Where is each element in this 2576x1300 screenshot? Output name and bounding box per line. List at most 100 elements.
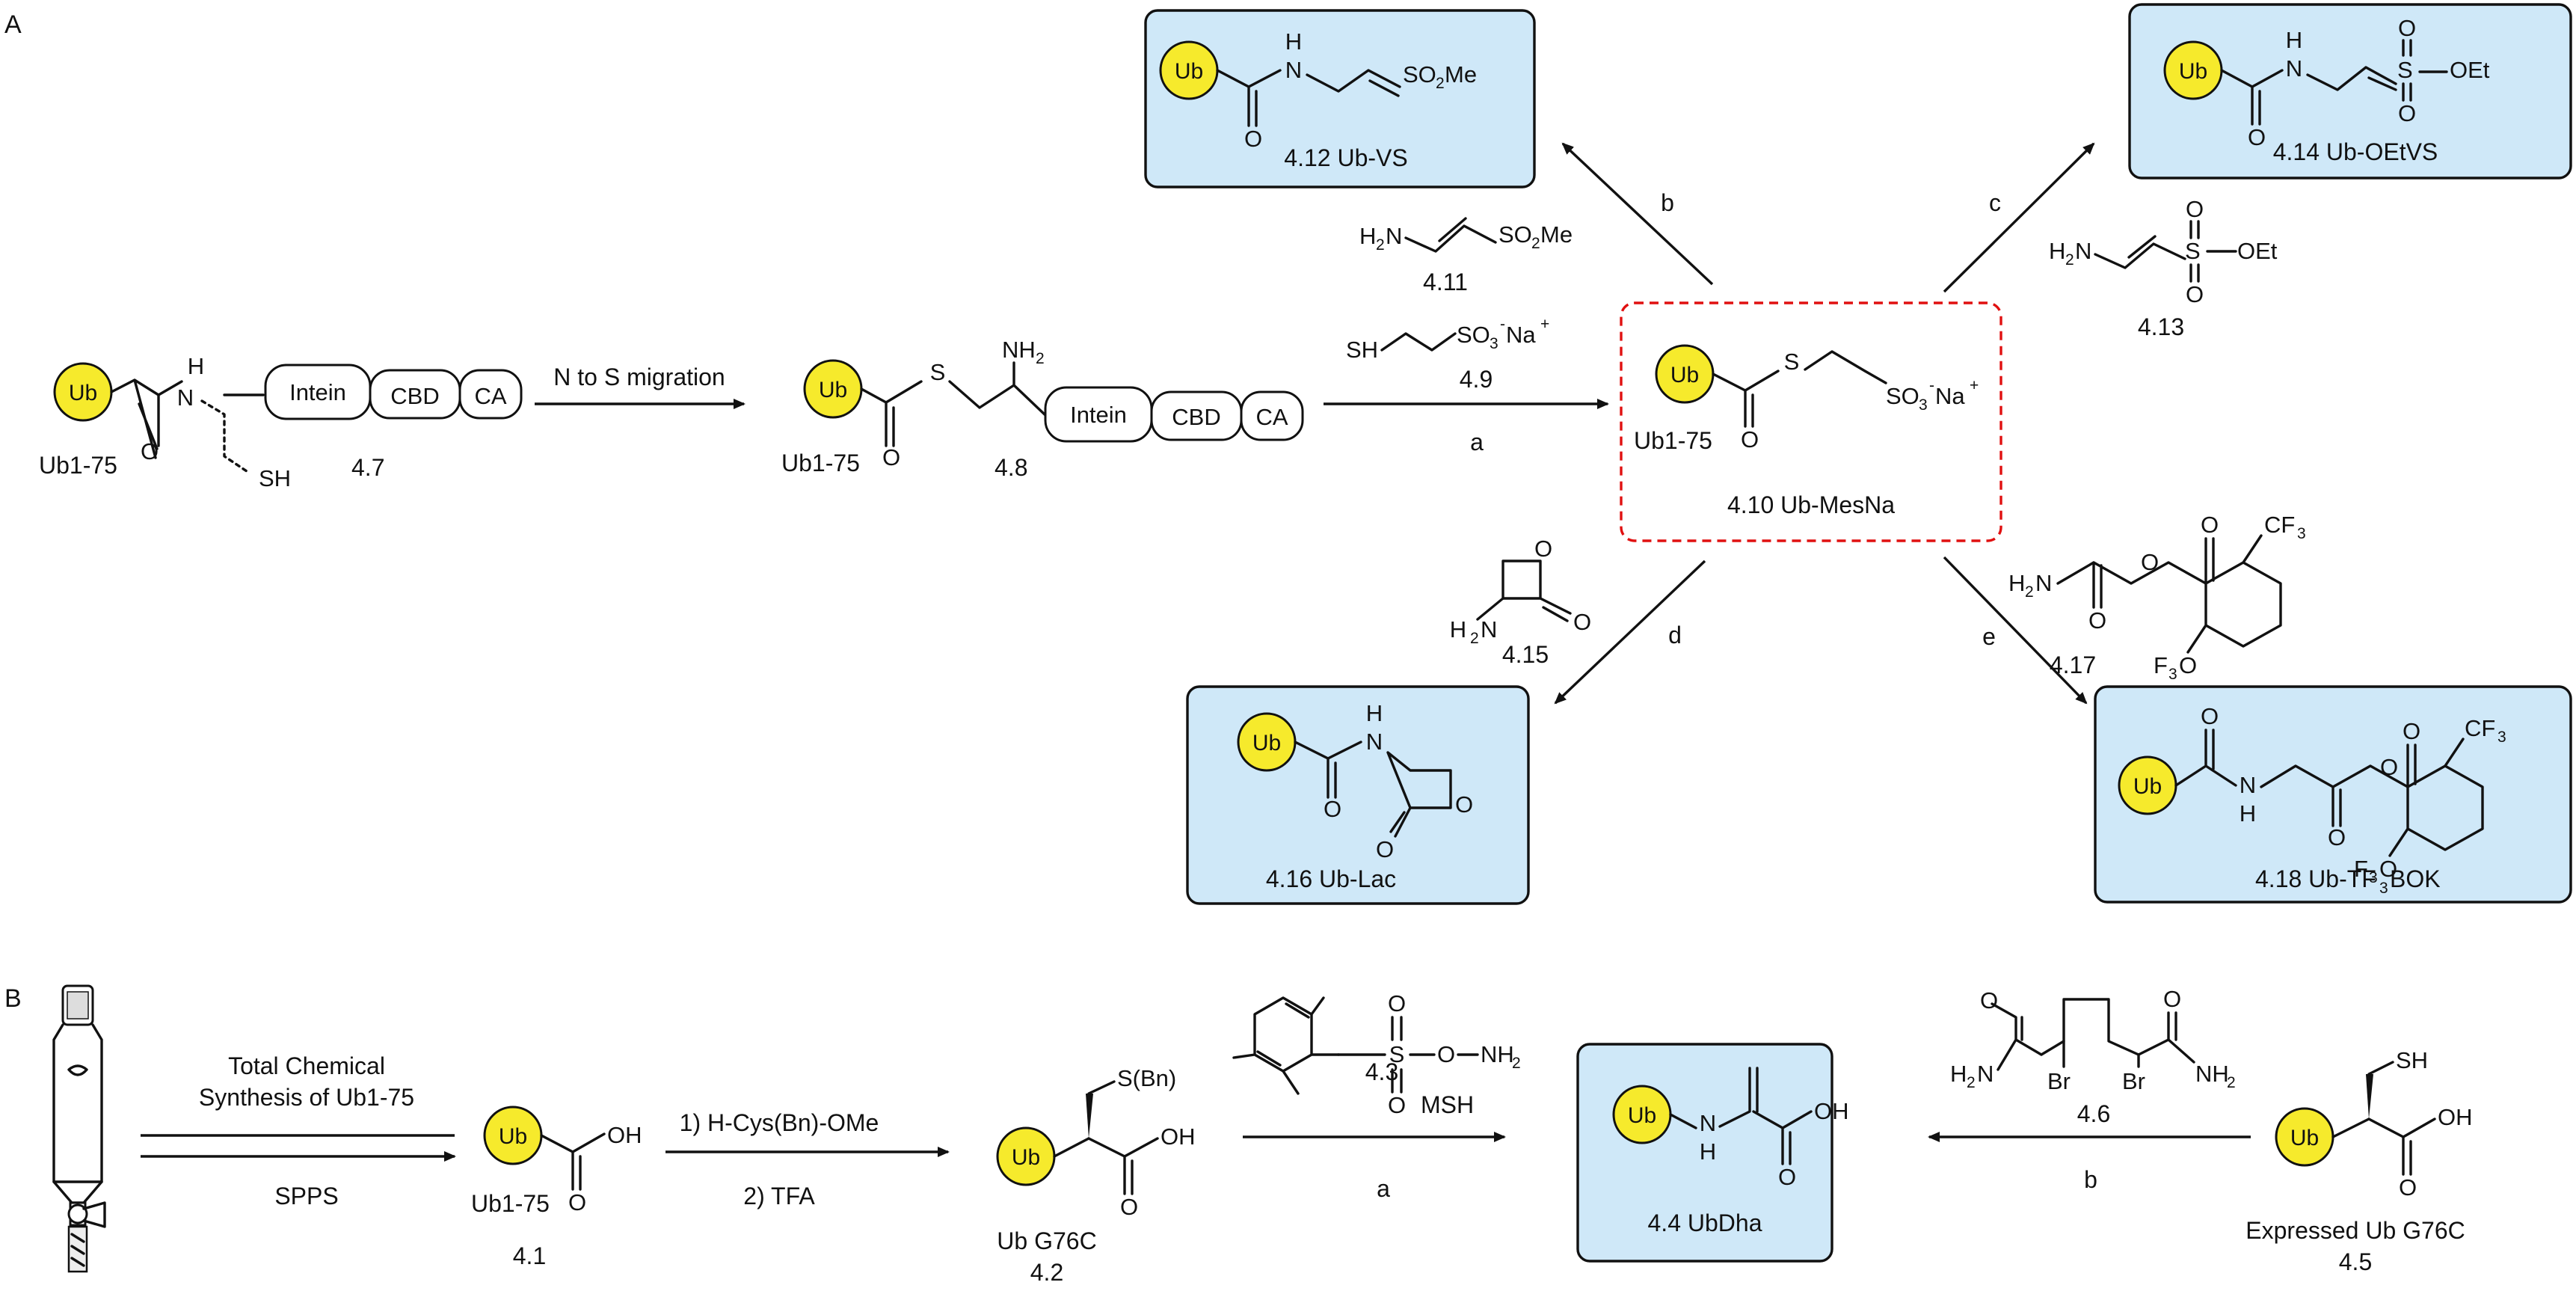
compound-4-7: Ub O N H SH Intein CBD CA Ub1-75 4.7 bbox=[39, 353, 523, 491]
svg-text:O: O bbox=[1980, 987, 1998, 1014]
svg-text:O: O bbox=[882, 444, 900, 470]
svg-text:4.12 Ub-VS: 4.12 Ub-VS bbox=[1284, 144, 1407, 171]
product-box bbox=[1144, 9, 1536, 188]
svg-text:NH: NH bbox=[2195, 1061, 2229, 1087]
svg-text:3: 3 bbox=[1490, 335, 1498, 352]
product-4-18: Ub O N H O O O CF 3 F 3 O 4.18 Ub-TF 3 B… bbox=[2094, 685, 2572, 904]
compound-4-1: Ub O OH Ub1-75 4.1 bbox=[471, 1106, 642, 1269]
step-b-arrow bbox=[1561, 142, 1714, 286]
svg-text:Ub1-75: Ub1-75 bbox=[781, 450, 860, 476]
svg-text:N: N bbox=[2075, 238, 2091, 264]
svg-text:H: H bbox=[2286, 27, 2302, 53]
step-a-label: a bbox=[1470, 429, 1484, 456]
svg-text:H: H bbox=[1359, 223, 1376, 249]
svg-text:Me: Me bbox=[1445, 61, 1477, 88]
svg-text:4.15: 4.15 bbox=[1502, 641, 1549, 668]
svg-text:O: O bbox=[1534, 536, 1552, 562]
svg-text:4.11: 4.11 bbox=[1423, 269, 1468, 295]
step-d-label: d bbox=[1668, 622, 1682, 649]
svg-text:H: H bbox=[2008, 570, 2025, 596]
reagent-4-9: SH SO 3 - Na + 4.9 bbox=[1346, 316, 1549, 393]
svg-text:S: S bbox=[2185, 238, 2201, 264]
svg-text:Na: Na bbox=[1506, 322, 1536, 348]
svg-text:Ub: Ub bbox=[819, 378, 847, 402]
svg-text:2: 2 bbox=[2065, 251, 2074, 269]
svg-text:SH: SH bbox=[259, 465, 291, 491]
migration-label: N to S migration bbox=[553, 364, 725, 390]
svg-text:N: N bbox=[1700, 1110, 1716, 1136]
svg-text:4.13: 4.13 bbox=[2138, 313, 2184, 340]
reagent-4-6: O O H 2 N Br Br NH 2 4.6 bbox=[1950, 986, 2236, 1127]
reagent-4-11: H 2 N SO 2 Me 4.11 bbox=[1359, 217, 1573, 295]
svg-text:O: O bbox=[2398, 15, 2416, 41]
spps-label: SPPS bbox=[274, 1183, 338, 1209]
svg-text:BOK: BOK bbox=[2390, 865, 2441, 892]
svg-text:S: S bbox=[930, 359, 946, 385]
svg-text:4.18 Ub-TF: 4.18 Ub-TF bbox=[2255, 865, 2376, 892]
highlight-box bbox=[1620, 301, 2002, 542]
step-c-arrow bbox=[1943, 142, 2095, 293]
svg-text:OEt: OEt bbox=[2237, 238, 2278, 264]
svg-text:Ub: Ub bbox=[1252, 731, 1281, 755]
svg-text:Ub: Ub bbox=[1012, 1145, 1040, 1170]
reagent-4-3: S O O O NH 2 4.3 MSH bbox=[1232, 990, 1521, 1118]
svg-text:O: O bbox=[2179, 652, 2197, 678]
svg-text:CA: CA bbox=[1255, 404, 1288, 430]
svg-text:H: H bbox=[2240, 800, 2256, 827]
svg-text:Ub1-75: Ub1-75 bbox=[471, 1190, 550, 1217]
step-b-label: b bbox=[1661, 189, 1674, 216]
svg-text:H: H bbox=[1450, 616, 1466, 643]
svg-text:Ub: Ub bbox=[2179, 59, 2207, 84]
svg-text:-: - bbox=[1929, 377, 1934, 394]
svg-text:4.1: 4.1 bbox=[513, 1242, 546, 1269]
svg-text:N: N bbox=[1977, 1061, 1994, 1087]
svg-text:OH: OH bbox=[607, 1122, 642, 1148]
svg-text:4.16 Ub-Lac: 4.16 Ub-Lac bbox=[1266, 865, 1396, 892]
svg-text:O: O bbox=[1388, 1092, 1406, 1118]
ca-block bbox=[458, 369, 523, 420]
product-box bbox=[2128, 3, 2572, 180]
step-e-label: e bbox=[1982, 623, 1996, 650]
svg-text:S: S bbox=[1389, 1041, 1405, 1067]
svg-text:SH: SH bbox=[1346, 337, 1378, 363]
svg-text:O: O bbox=[2201, 703, 2219, 729]
svg-text:N: N bbox=[2286, 55, 2302, 82]
svg-text:O: O bbox=[2380, 754, 2398, 780]
svg-text:O: O bbox=[2398, 100, 2416, 126]
svg-text:CF: CF bbox=[2465, 715, 2495, 741]
svg-text:3: 3 bbox=[2168, 666, 2177, 683]
svg-text:O: O bbox=[2399, 1174, 2417, 1201]
svg-text:Ub1-75: Ub1-75 bbox=[1634, 427, 1712, 454]
svg-text:2: 2 bbox=[1470, 630, 1479, 647]
svg-text:O: O bbox=[141, 438, 159, 464]
svg-text:O: O bbox=[1120, 1194, 1138, 1220]
svg-text:Br: Br bbox=[2122, 1068, 2145, 1094]
svg-text:OEt: OEt bbox=[2450, 57, 2490, 83]
step-d-arrow bbox=[1554, 559, 1706, 705]
compound-4-10: Ub O S SO 3 - Na + Ub1-75 4.10 Ub-MesNa bbox=[1620, 301, 2002, 542]
svg-text:Ub: Ub bbox=[1628, 1103, 1656, 1128]
dibromide-step-label: b bbox=[2084, 1166, 2097, 1193]
svg-text:Intein: Intein bbox=[289, 379, 346, 405]
product-4-4: Ub N H OH O 4.4 UbDha bbox=[1576, 1043, 1849, 1263]
svg-text:S: S bbox=[2397, 57, 2413, 83]
svg-text:3: 3 bbox=[2297, 525, 2306, 542]
svg-text:Ub1-75: Ub1-75 bbox=[39, 452, 117, 479]
svg-text:4.5: 4.5 bbox=[2339, 1248, 2372, 1275]
svg-text:SO: SO bbox=[1457, 322, 1490, 348]
svg-text:N: N bbox=[1285, 57, 1302, 83]
svg-text:4.10 Ub-MesNa: 4.10 Ub-MesNa bbox=[1727, 491, 1895, 518]
svg-text:Intein: Intein bbox=[1070, 402, 1127, 428]
svg-text:Br: Br bbox=[2047, 1068, 2071, 1094]
svg-text:S: S bbox=[1784, 349, 1800, 375]
svg-text:O: O bbox=[2186, 196, 2204, 222]
svg-text:Me: Me bbox=[1540, 221, 1573, 248]
svg-text:2: 2 bbox=[1376, 236, 1385, 254]
svg-text:N: N bbox=[1386, 223, 1402, 249]
compound-4-8: Ub O S NH 2 Intein CBD CA Ub1-75 4.8 bbox=[781, 337, 1304, 481]
svg-text:H: H bbox=[1950, 1061, 1967, 1087]
reagent-4-13: H 2 N S O O OEt 4.13 bbox=[2049, 196, 2278, 340]
svg-text:SH: SH bbox=[2396, 1047, 2428, 1073]
svg-text:2: 2 bbox=[1531, 235, 1540, 252]
